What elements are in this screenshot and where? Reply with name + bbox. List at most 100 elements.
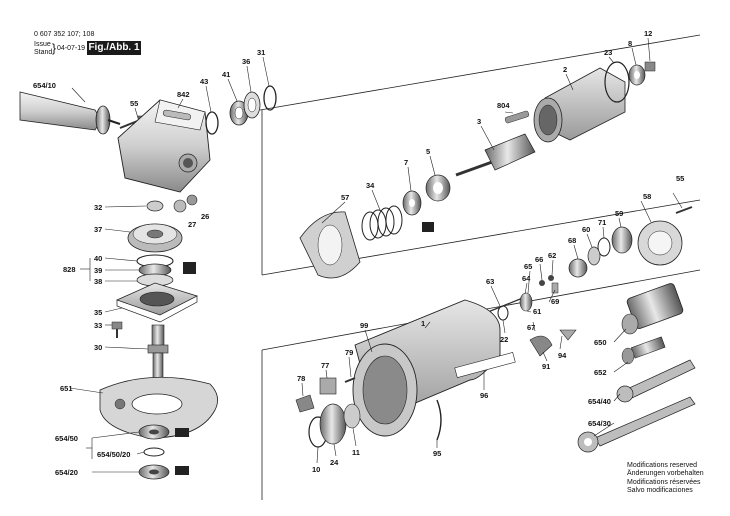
part-label: 5 bbox=[426, 147, 430, 156]
part-label: 41 bbox=[222, 70, 230, 79]
clamping-nut bbox=[138, 464, 189, 480]
end-cap-58 bbox=[637, 220, 683, 266]
part-label: 67 bbox=[527, 323, 535, 332]
motor-housing-1 bbox=[352, 299, 501, 437]
nut-12 bbox=[644, 61, 656, 72]
modifications-note: Modifications reserved Änderungen vorbeh… bbox=[627, 462, 704, 495]
header-brace: } bbox=[52, 41, 57, 55]
part-label: 22 bbox=[500, 335, 508, 344]
part-label: 35 bbox=[94, 308, 102, 317]
stand-label: Stand bbox=[34, 49, 53, 56]
part-label: 39 bbox=[94, 266, 102, 275]
part-label: 37 bbox=[94, 225, 102, 234]
part-label: 7 bbox=[404, 158, 408, 167]
bearing-7 bbox=[402, 190, 422, 216]
parts-77-78-79 bbox=[295, 377, 356, 413]
part-label: 10 bbox=[312, 465, 320, 474]
cover-57 bbox=[299, 211, 361, 279]
part-labels: 654/10 55 842 43 41 36 31 32 26 27 37 40… bbox=[33, 29, 684, 477]
bearing-flange bbox=[115, 282, 199, 323]
part-label: 654/10 bbox=[33, 81, 56, 90]
part-label: 61 bbox=[533, 307, 541, 316]
issue-label: Issue bbox=[34, 41, 51, 48]
part-label: 650 bbox=[594, 338, 607, 347]
figure-badge: Fig./Abb. 1 bbox=[87, 41, 141, 55]
screw-55b bbox=[675, 206, 693, 214]
grease-symbol bbox=[183, 262, 196, 274]
issue-date: 04-07-19 bbox=[57, 45, 86, 52]
screw-33 bbox=[111, 321, 123, 338]
part-label: 64 bbox=[522, 274, 531, 283]
part-label: 23 bbox=[604, 48, 612, 57]
rings-10-24-11 bbox=[308, 403, 361, 448]
part-label: 40 bbox=[94, 254, 102, 263]
bevel-gear bbox=[127, 223, 183, 253]
part-label: 1 bbox=[421, 319, 425, 328]
key-804 bbox=[504, 110, 530, 124]
part-label: 2 bbox=[563, 65, 567, 74]
part-label: 68 bbox=[568, 236, 576, 245]
part-label: 79 bbox=[345, 348, 353, 357]
part-label: 804 bbox=[497, 101, 510, 110]
part-label: 27 bbox=[188, 220, 196, 229]
part-label: 55 bbox=[676, 174, 684, 183]
part-label: 65 bbox=[524, 262, 532, 271]
part-label: 60 bbox=[582, 225, 590, 234]
modifications-line: Modifications réservées bbox=[627, 478, 701, 486]
part-label: 12 bbox=[644, 29, 652, 38]
part-label: 63 bbox=[486, 277, 494, 286]
part-label: 69 bbox=[551, 297, 559, 306]
label-96 bbox=[454, 352, 516, 378]
valve-body-parts bbox=[497, 292, 577, 357]
part-label: 654/20 bbox=[55, 468, 78, 477]
part-label: 71 bbox=[598, 218, 606, 227]
part-label: 66 bbox=[535, 255, 543, 264]
part-label: 77 bbox=[321, 361, 329, 370]
part-label: 24 bbox=[330, 458, 339, 467]
part-label: 33 bbox=[94, 321, 102, 330]
modifications-line: Salvo modificaciones bbox=[627, 486, 693, 494]
part-label: 30 bbox=[94, 343, 102, 352]
muffler-650 bbox=[621, 283, 684, 335]
part-label: 32 bbox=[94, 203, 102, 212]
wrench-654-40 bbox=[616, 359, 696, 403]
part-label: 43 bbox=[200, 77, 208, 86]
part-label: 96 bbox=[480, 391, 488, 400]
part-label: 654/40 bbox=[588, 397, 611, 406]
bearing-8 bbox=[628, 64, 646, 86]
valve-parts-59-71-60 bbox=[568, 226, 633, 278]
part-label: 57 bbox=[341, 193, 349, 202]
part-label: 828 bbox=[63, 265, 76, 274]
part-label: 55 bbox=[130, 99, 138, 108]
modifications-line: Änderungen vorbehalten bbox=[627, 470, 704, 478]
part-label: 99 bbox=[360, 321, 368, 330]
spring-34 bbox=[361, 205, 403, 241]
clamping-flange bbox=[138, 424, 189, 440]
part-label: 58 bbox=[643, 192, 651, 201]
side-handle bbox=[19, 91, 121, 135]
spindle bbox=[147, 324, 169, 382]
part-label: 95 bbox=[433, 449, 441, 458]
modifications-line: Modifications reserved bbox=[627, 462, 698, 469]
rotor-3 bbox=[455, 133, 536, 177]
ring-23 bbox=[604, 61, 630, 103]
gear-housing bbox=[117, 99, 211, 193]
wheel-guard bbox=[99, 376, 218, 439]
doc-number: 0 607 352 107; 108 bbox=[34, 31, 95, 38]
part-label: 91 bbox=[542, 362, 550, 371]
seal-95 bbox=[436, 399, 442, 441]
grease-symbol-2 bbox=[422, 222, 434, 232]
part-label: 78 bbox=[297, 374, 305, 383]
small-nut-parts bbox=[146, 194, 198, 213]
part-label: 842 bbox=[177, 90, 190, 99]
part-label: 34 bbox=[366, 181, 375, 190]
part-label: 62 bbox=[548, 251, 556, 260]
part-label: 31 bbox=[257, 48, 265, 57]
part-label: 36 bbox=[242, 57, 250, 66]
part-label: 651 bbox=[60, 384, 73, 393]
part-label: 654/50/20 bbox=[97, 450, 130, 459]
o-ring bbox=[143, 447, 165, 457]
part-label: 59 bbox=[615, 209, 623, 218]
leader-lines bbox=[69, 37, 683, 473]
